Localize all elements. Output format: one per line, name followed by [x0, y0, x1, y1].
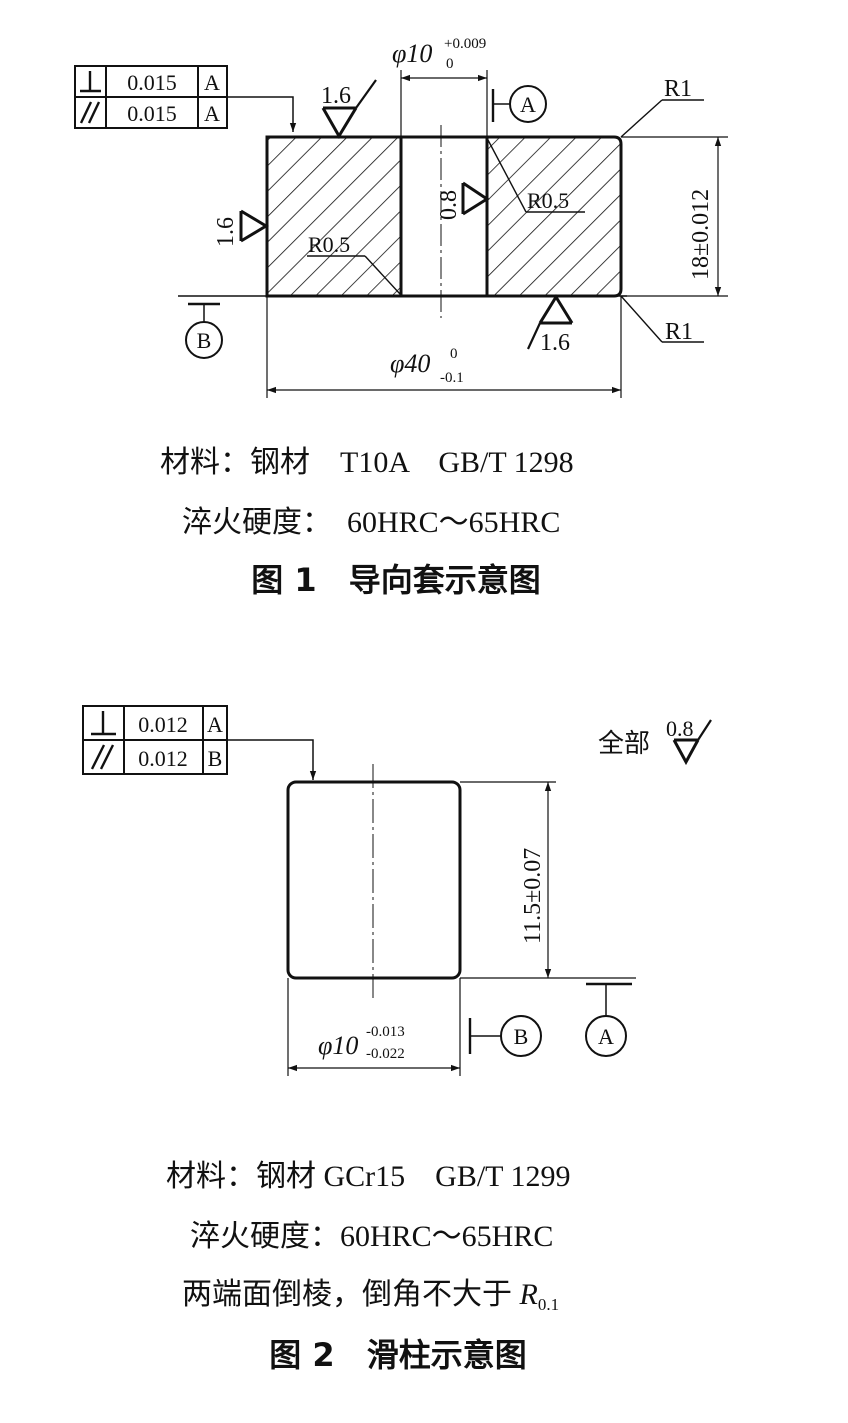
- fig1-material-line: 材料：钢材 T10A GB/T 1298: [160, 446, 574, 479]
- datum-b-letter-fig2: B: [514, 1024, 529, 1049]
- datum-a-letter-fig2: A: [598, 1024, 614, 1049]
- fcf1-leader: [227, 96, 297, 132]
- fig2-caption: 图 2 滑柱示意图: [269, 1336, 526, 1374]
- all-surfaces-label: 全部: [598, 729, 650, 758]
- feature-control-frame-2: 0.012 A 0.012 B: [82, 705, 317, 780]
- chamfer-note-r: R: [519, 1278, 538, 1311]
- bore-tol-lower: 0: [446, 56, 454, 72]
- perpendicularity-symbol-icon: [80, 71, 101, 93]
- height-dim-fig2: 11.5±0.07: [520, 848, 546, 944]
- radius-inner-lower: R0.5: [308, 232, 350, 257]
- fcf2-datum-2: B: [208, 746, 223, 771]
- od-tol-upper: 0: [450, 346, 458, 362]
- roughness-top-value: 1.6: [321, 83, 351, 109]
- roughness-bore-value: 0.8: [436, 190, 462, 220]
- datum-b-symbol-fig2: B: [468, 1015, 542, 1057]
- parallelism-symbol-icon: [90, 744, 115, 770]
- roughness-bottom-value: 1.6: [540, 330, 570, 356]
- roughness-left-value: 1.6: [213, 217, 239, 247]
- height-dimension-fig2: 11.5±0.07: [520, 782, 552, 978]
- fcf2-value-1: 0.012: [138, 712, 188, 737]
- figure-1-guide-sleeve: 0.015 A 0.015 A φ10 +0.009 0: [74, 36, 728, 599]
- fig2-hardness-line: 淬火硬度：60HRC～65HRC: [190, 1220, 553, 1253]
- feature-control-frame-1: 0.015 A 0.015 A: [74, 65, 297, 132]
- post-dia-text: φ10: [318, 1031, 358, 1060]
- fcf1-datum-2: A: [204, 101, 220, 126]
- height-dimension-fig1: 18±0.012: [688, 137, 722, 296]
- perpendicularity-symbol-icon: [91, 711, 116, 736]
- fcf2-datum-1: A: [207, 712, 223, 737]
- radius-bottom-right: R1: [665, 319, 693, 345]
- fig2-material-line: 材料：钢材 GCr15 GB/T 1299: [166, 1160, 570, 1193]
- bore-tol-upper: +0.009: [444, 36, 486, 52]
- od-dia-text: φ40: [390, 349, 430, 378]
- chamfer-note-r-sub: 0.1: [538, 1295, 559, 1314]
- fcf1-value-2: 0.015: [127, 101, 177, 126]
- sleeve-section: [178, 125, 728, 318]
- outer-diameter-dimension: φ40 0 -0.1: [266, 296, 622, 398]
- roughness-left-symbol: 1.6: [213, 209, 269, 247]
- datum-a-symbol-fig2: A: [585, 982, 632, 1057]
- post-tol-lower: -0.022: [366, 1046, 405, 1062]
- radius-callouts-fig1: R1 R1 R0.5 R0.5: [307, 76, 704, 345]
- roughness-bore-symbol: 0.8: [436, 181, 490, 220]
- fcf2-value-2: 0.012: [138, 746, 188, 771]
- datum-a-symbol-fig1: A: [491, 85, 547, 123]
- fig1-hardness-line: 淬火硬度： 60HRC～65HRC: [182, 506, 560, 539]
- fig2-chamfer-note: 两端面倒棱，倒角不大于 R0.1: [182, 1278, 559, 1314]
- radius-top-right: R1: [664, 76, 692, 102]
- datum-b-symbol-fig1: B: [185, 302, 223, 359]
- roughness-top-symbol: 1.6: [321, 79, 377, 139]
- fcf1-value-1: 0.015: [127, 70, 177, 95]
- diameter-dimension-fig2: φ10 -0.013 -0.022: [287, 978, 461, 1076]
- fig1-caption: 图 1 导向套示意图: [251, 561, 540, 599]
- radius-inner-upper: R0.5: [527, 188, 569, 213]
- parallelism-symbol-icon: [79, 101, 101, 124]
- roughness-all-value: 0.8: [666, 716, 694, 741]
- od-tol-lower: -0.1: [440, 370, 464, 386]
- slide-post-body: [286, 764, 636, 998]
- roughness-bottom-symbol: 1.6: [527, 294, 574, 356]
- post-tol-upper: -0.013: [366, 1024, 405, 1040]
- datum-a-letter-fig1: A: [520, 92, 536, 117]
- roughness-all-symbol: 全部 0.8: [598, 716, 712, 766]
- fcf2-leader: [227, 739, 317, 780]
- bore-diameter-dimension: φ10 +0.009 0: [392, 36, 488, 137]
- chamfer-note-text: 两端面倒棱，倒角不大于: [182, 1278, 520, 1311]
- fcf1-datum-1: A: [204, 70, 220, 95]
- height-dim-fig1: 18±0.012: [688, 189, 714, 280]
- bore-dia-text: φ10: [392, 39, 432, 68]
- datum-b-letter-fig1: B: [197, 328, 212, 353]
- figure-2-slide-post: 0.012 A 0.012 B 全部 0.8 11.5±0.07: [82, 705, 712, 1374]
